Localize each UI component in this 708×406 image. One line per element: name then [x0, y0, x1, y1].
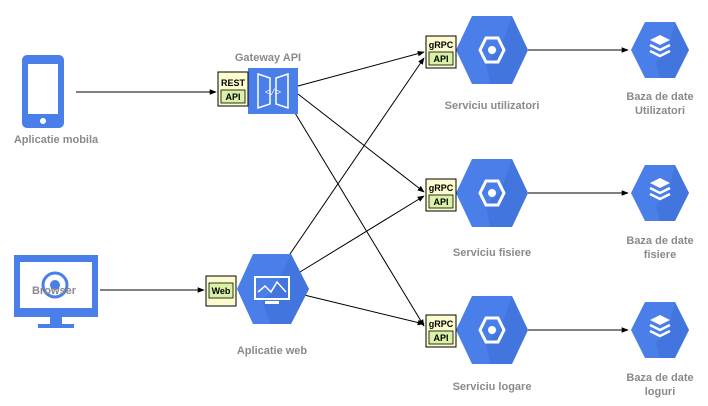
edges	[76, 47, 629, 333]
grpc-badge-text: gRPC	[429, 319, 454, 329]
edge-gateway-to-svc-users	[297, 50, 425, 87]
grpc-api-badge: gRPC API	[425, 314, 457, 348]
svc-users-label: Serviciu utilizatori	[445, 100, 540, 112]
edge-webapp-to-svc-logs	[299, 293, 425, 326]
db-logs-label-line2: loguri	[645, 386, 676, 398]
db-files-label-line2: fisiere	[644, 249, 676, 261]
grpc-badge-api-text: API	[433, 54, 448, 64]
globe-icon	[41, 271, 69, 299]
db-logs-label-line1: Baza de date	[626, 372, 693, 384]
browser-label: Browser	[32, 285, 77, 297]
node-gateway: Gateway API </> REST API	[217, 52, 301, 114]
edge-webapp-to-svc-files	[299, 195, 425, 273]
db-files-label-line1: Baza de date	[626, 235, 693, 247]
edge-webapp-to-svc-users	[289, 57, 425, 255]
node-svc-users: gRPC API Serviciu utilizatori	[425, 16, 540, 112]
grpc-badge-api-text: API	[433, 333, 448, 343]
web-badge: Web	[205, 275, 237, 307]
node-svc-files: gRPC API Serviciu fisiere	[425, 159, 531, 259]
db-users-label-line2: Utilizatori	[635, 105, 685, 117]
svc-files-label: Serviciu fisiere	[453, 247, 531, 259]
rest-badge-api-text: API	[225, 92, 240, 102]
compute-engine-icon	[237, 254, 309, 324]
datastore-icon	[631, 22, 689, 78]
node-db-files: Baza de date fisiere	[626, 165, 694, 261]
rest-badge-text: REST	[221, 78, 246, 88]
kubernetes-engine-icon	[456, 296, 528, 364]
grpc-api-badge: gRPC API	[425, 178, 457, 212]
kubernetes-engine-icon	[456, 159, 528, 227]
api-gateway-icon: </>	[248, 68, 298, 114]
node-svc-logs: gRPC API Serviciu logare	[425, 296, 532, 393]
node-db-users: Baza de date Utilizatori	[626, 22, 694, 117]
datastore-icon	[631, 302, 689, 358]
edge-gateway-to-svc-logs	[291, 107, 425, 327]
svg-text:</>: </>	[265, 88, 281, 98]
smartphone-icon	[22, 55, 64, 128]
kubernetes-engine-icon	[456, 16, 528, 84]
grpc-api-badge: gRPC API	[425, 35, 457, 69]
node-browser: Browser	[14, 255, 98, 328]
edge-gateway-to-svc-files	[297, 93, 425, 193]
node-web-app: Web Aplicatie web	[205, 254, 309, 357]
grpc-badge-api-text: API	[433, 197, 448, 207]
datastore-icon	[631, 165, 689, 221]
grpc-badge-text: gRPC	[429, 40, 454, 50]
web-app-label: Aplicatie web	[237, 345, 308, 357]
grpc-badge-text: gRPC	[429, 183, 454, 193]
svc-logs-label: Serviciu logare	[453, 381, 532, 393]
monitor-icon	[14, 255, 98, 328]
node-db-logs: Baza de date loguri	[626, 302, 694, 398]
web-badge-text: Web	[212, 286, 231, 296]
mobile-app-label: Aplicatie mobila	[14, 134, 99, 146]
rest-api-badge: REST API	[217, 71, 249, 107]
db-users-label-line1: Baza de date	[626, 91, 693, 103]
gateway-label: Gateway API	[235, 52, 301, 64]
node-mobile-app: Aplicatie mobila	[14, 55, 99, 146]
